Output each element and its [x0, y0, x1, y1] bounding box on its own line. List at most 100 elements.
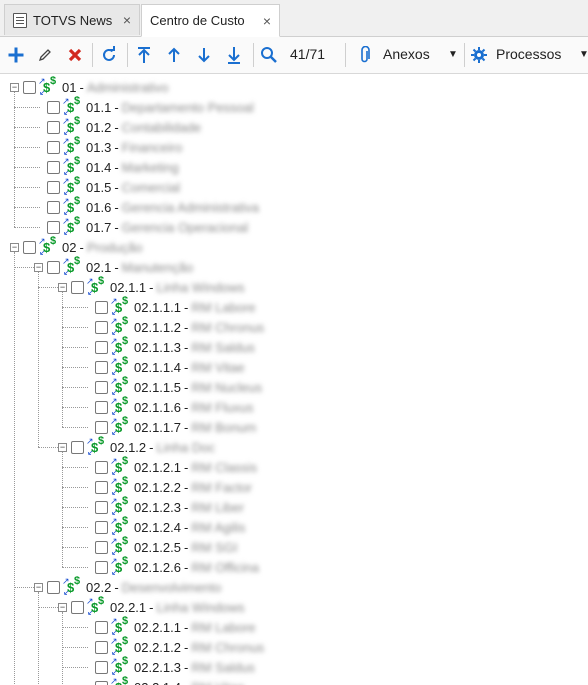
pencil-icon[interactable]	[35, 45, 55, 65]
collapse-toggle-icon[interactable]: −	[10, 81, 19, 92]
tree-node[interactable]: ↗↙$$02.1.1.5-RM Nucleus	[82, 376, 262, 397]
chevron-down-icon[interactable]: ▼	[448, 49, 458, 60]
tree-node[interactable]: −↗↙$$02-Produção	[10, 236, 143, 257]
tree-checkbox[interactable]	[47, 200, 60, 214]
anexos-button[interactable]: Anexos	[383, 46, 430, 62]
tree-node[interactable]: ↗↙$$02.2.1.3-RM Saldus	[82, 656, 255, 677]
tree-node[interactable]: ↗↙$$02.2.1.2-RM Chronus	[82, 636, 264, 657]
tab-centro-de-custo[interactable]: Centro de Custo ×	[141, 4, 280, 37]
tree-node[interactable]: −↗↙$$02.1.2-Linha Doc	[58, 436, 215, 457]
tree-checkbox[interactable]	[95, 620, 108, 634]
collapse-toggle-icon[interactable]: −	[34, 261, 43, 272]
tree-checkbox[interactable]	[47, 580, 60, 594]
node-label: Contabilidade	[121, 119, 202, 135]
close-icon[interactable]: ×	[122, 12, 131, 28]
processos-button[interactable]: Processos	[496, 46, 562, 62]
paperclip-icon[interactable]	[357, 45, 373, 65]
tree-checkbox[interactable]	[95, 300, 108, 314]
tree-checkbox[interactable]	[95, 660, 108, 674]
tree-connector	[14, 167, 40, 168]
collapse-toggle-icon[interactable]: −	[58, 281, 67, 292]
tree-checkbox[interactable]	[95, 460, 108, 474]
tree-node[interactable]: −↗↙$$02.1-Manutenção	[34, 256, 193, 277]
tree-checkbox[interactable]	[95, 520, 108, 534]
tree-node[interactable]: ↗↙$$02.1.2.4-RM Agilis	[82, 516, 246, 537]
tree-checkbox[interactable]	[47, 160, 60, 174]
previous-record-icon[interactable]	[164, 45, 184, 65]
tree-checkbox[interactable]	[95, 640, 108, 654]
node-code: 02.1.2.3	[134, 499, 181, 515]
tree-node[interactable]: ↗↙$$02.1.1.3-RM Saldus	[82, 336, 255, 357]
tree-node[interactable]: ↗↙$$01.3-Financeiro	[34, 136, 182, 157]
tree-checkbox[interactable]	[95, 540, 108, 554]
search-icon[interactable]	[259, 45, 279, 65]
tree-checkbox[interactable]	[23, 240, 36, 254]
tree-node[interactable]: ↗↙$$01.6-Gerencia Administrativa	[34, 195, 259, 217]
tab-totvs-news[interactable]: TOTVS News ×	[4, 4, 140, 35]
tree-node[interactable]: ↗↙$$02.1.1.2-RM Chronus	[82, 316, 264, 337]
tree-checkbox[interactable]	[95, 360, 108, 374]
tree-node[interactable]: −↗↙$$02.1.1-Linha Windows	[58, 276, 245, 297]
node-label: Produção	[86, 239, 143, 255]
tree-node[interactable]: ↗↙$$02.1.2.3-RM Liber	[82, 496, 244, 517]
chevron-down-icon[interactable]: ▼	[579, 49, 588, 60]
tree-checkbox[interactable]	[47, 220, 60, 234]
tree-checkbox[interactable]	[95, 340, 108, 354]
tree-node[interactable]: ↗↙$$02.1.1.1-RM Labore	[82, 296, 256, 317]
collapse-toggle-icon[interactable]: −	[58, 441, 67, 452]
next-record-icon[interactable]	[194, 45, 214, 65]
tree-checkbox[interactable]	[95, 420, 108, 434]
tree-checkbox[interactable]	[47, 180, 60, 194]
tree-node[interactable]: ↗↙$$01.5-Comercial	[34, 176, 180, 197]
tree-checkbox[interactable]	[95, 380, 108, 394]
node-separator: -	[149, 279, 154, 295]
tree-node[interactable]: ↗↙$$02.2.1.1-RM Labore	[82, 616, 256, 637]
tree-connector	[62, 612, 63, 685]
tree-node[interactable]: −↗↙$$01-Administrativo	[10, 76, 168, 97]
tree-node[interactable]: ↗↙$$02.1.1.4-RM Vitae	[82, 356, 245, 377]
tree-node[interactable]: ↗↙$$01.4-Marketing	[34, 156, 179, 177]
tree-checkbox[interactable]	[95, 560, 108, 574]
node-code: 02.1.2	[110, 439, 147, 455]
tree-checkbox[interactable]	[47, 120, 60, 134]
tree-node[interactable]: ↗↙$$02.1.1.6-RM Fluxus	[82, 396, 253, 417]
tab-label: TOTVS News	[33, 12, 113, 28]
tree-node[interactable]: ↗↙$$01.1-Departamento Pessoal	[34, 96, 254, 117]
tree-node[interactable]: ↗↙$$02.1.2.1-RM Classis	[82, 456, 257, 477]
collapse-toggle-icon[interactable]: −	[58, 601, 67, 612]
tree-checkbox[interactable]	[47, 260, 60, 274]
cost-center-icon: ↗↙$$	[62, 195, 81, 217]
tree-node[interactable]: ↗↙$$02.1.2.5-RM SGI	[82, 536, 238, 557]
tree-checkbox[interactable]	[95, 400, 108, 414]
tree-node[interactable]: ↗↙$$02.1.1.7-RM Bonum	[82, 416, 256, 437]
first-record-icon[interactable]	[134, 45, 154, 65]
tree-checkbox[interactable]	[47, 100, 60, 114]
refresh-icon[interactable]	[99, 45, 119, 65]
tree-checkbox[interactable]	[71, 600, 84, 614]
tree-node[interactable]: ↗↙$$02.2.1.4-RM Vitae	[82, 676, 245, 685]
tree-checkbox[interactable]	[95, 680, 108, 685]
gear-icon[interactable]	[470, 45, 488, 65]
tree-checkbox[interactable]	[95, 320, 108, 334]
tree-node[interactable]: ↗↙$$01.2-Contabilidade	[34, 116, 202, 137]
tree-checkbox[interactable]	[23, 80, 36, 94]
node-code: 01.4	[86, 159, 112, 175]
toolbar-separator	[127, 43, 128, 67]
plus-icon[interactable]	[6, 45, 26, 65]
close-icon[interactable]: ×	[262, 12, 271, 29]
tree-node[interactable]: ↗↙$$02.1.2.2-RM Factor	[82, 476, 252, 497]
tree-node[interactable]: ↗↙$$01.7-Gerencia Operacional	[34, 216, 248, 237]
collapse-toggle-icon[interactable]: −	[34, 581, 43, 592]
tree-checkbox[interactable]	[71, 440, 84, 454]
collapse-toggle-icon[interactable]: −	[10, 241, 19, 252]
tree-checkbox[interactable]	[71, 280, 84, 294]
tree-node[interactable]: −↗↙$$02.2-Desenvolvimento	[34, 576, 221, 597]
tree-checkbox[interactable]	[47, 140, 60, 154]
tree-node[interactable]: ↗↙$$02.1.2.6-RM Officina	[82, 556, 259, 577]
delete-x-icon[interactable]	[65, 45, 85, 65]
last-record-icon[interactable]	[224, 45, 244, 65]
tree-checkbox[interactable]	[95, 500, 108, 514]
node-code: 02.1.2.2	[134, 479, 181, 495]
tree-checkbox[interactable]	[95, 480, 108, 494]
tree-node[interactable]: −↗↙$$02.2.1-Linha Windows	[58, 596, 245, 617]
